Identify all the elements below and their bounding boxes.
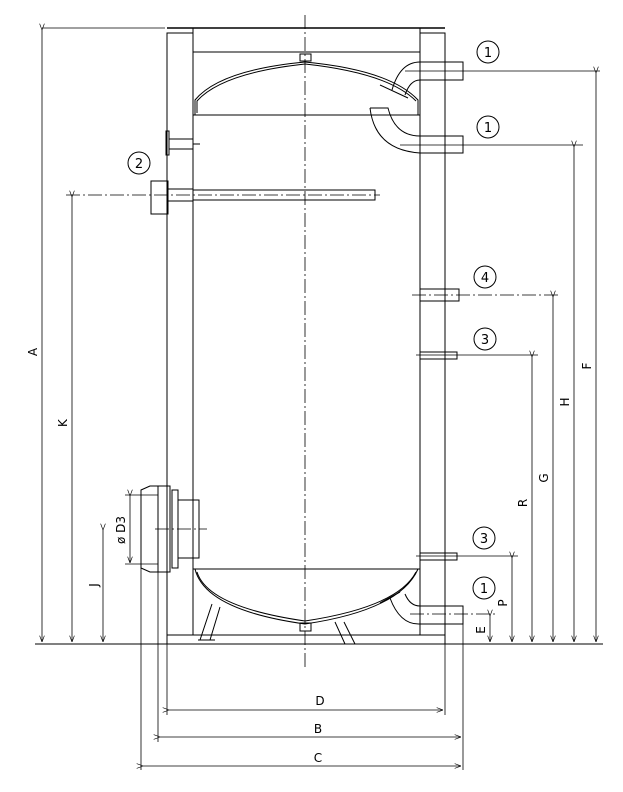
callout-1-bottom: 1 [472, 576, 496, 600]
callout-3-upper: 3 [473, 327, 497, 351]
callout-1-top: 1 [476, 40, 500, 64]
dim-label-j: J [87, 583, 101, 588]
dim-label-f: F [580, 362, 594, 369]
svg-text:1: 1 [480, 582, 488, 597]
connection-pipes [66, 61, 600, 625]
dim-label-d: D [315, 694, 324, 708]
svg-text:1: 1 [484, 46, 492, 61]
heating-element-flange [150, 180, 169, 215]
dim-label-h: H [558, 397, 572, 406]
dim-label-d3: ø D3 [114, 516, 128, 544]
dim-label-k: K [56, 418, 70, 427]
dim-label-g: G [537, 473, 551, 482]
insulation [166, 27, 446, 645]
manhole [140, 485, 207, 573]
tank-vessel [193, 15, 420, 668]
callout-1-second: 1 [476, 115, 500, 139]
svg-text:2: 2 [135, 157, 143, 172]
dim-label-e: E [474, 626, 488, 634]
dim-label-c: C [314, 751, 322, 765]
dim-label-a: A [26, 347, 40, 356]
horizontal-dimensions [141, 560, 464, 770]
callout-2: 2 [127, 151, 151, 175]
svg-text:3: 3 [480, 532, 488, 547]
vertical-dimensions [42, 28, 596, 642]
callout-3-lower: 3 [472, 526, 496, 550]
svg-text:3: 3 [481, 333, 489, 348]
dim-label-r: R [516, 499, 530, 507]
svg-text:4: 4 [481, 271, 489, 286]
callout-4: 4 [473, 265, 497, 289]
dim-label-p: P [496, 599, 510, 606]
dim-label-b: B [314, 722, 322, 736]
svg-text:1: 1 [484, 121, 492, 136]
